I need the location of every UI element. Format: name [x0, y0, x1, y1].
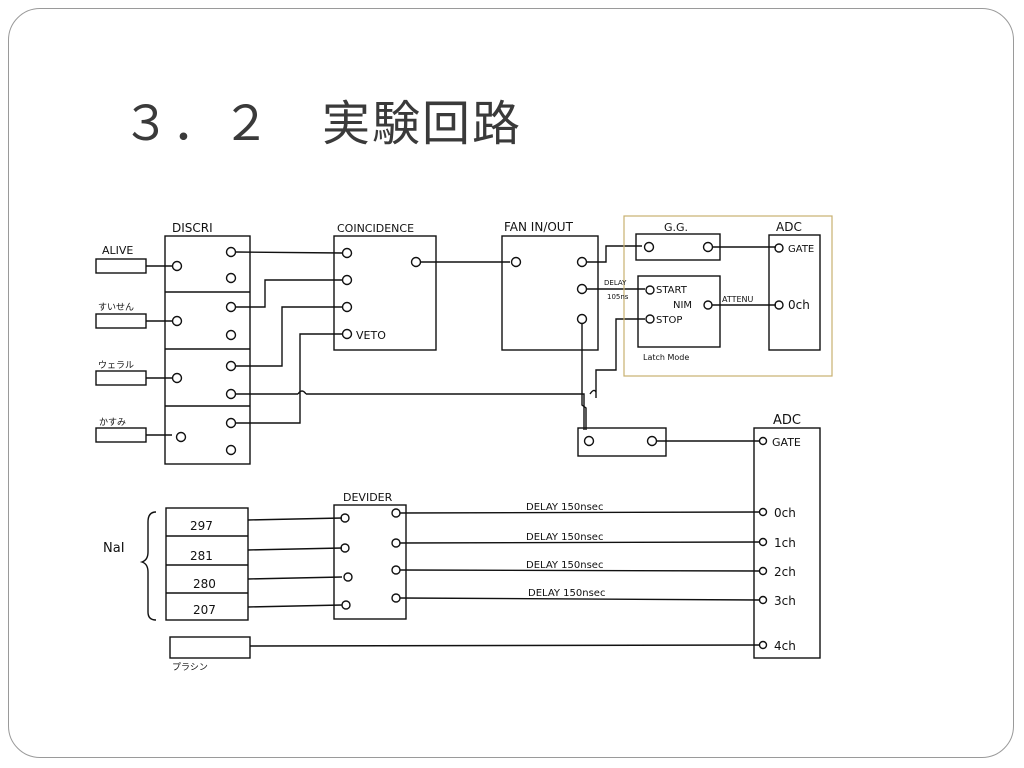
devider-module	[333, 504, 407, 620]
delay-line-label: DELAY 150nsec	[526, 532, 603, 543]
latch-mode-label: Latch Mode	[643, 353, 689, 362]
delay-label: DELAY	[604, 279, 627, 287]
latch-module	[637, 275, 721, 348]
delay-line-label: DELAY 150nsec	[526, 560, 603, 571]
delay-line-label: DELAY 150nsec	[528, 588, 605, 599]
nai-channel-label: 297	[190, 519, 213, 533]
devider-label: DEVIDER	[343, 491, 393, 504]
detector-label: ALIVE	[102, 244, 133, 257]
nai-channel-label: 280	[193, 577, 216, 591]
plastic-detector-box	[169, 636, 251, 659]
adc-bottom-label: ADC	[773, 413, 801, 428]
adc-channel-label: 0ch	[774, 506, 796, 520]
adc-channel-label: 2ch	[774, 565, 796, 579]
fan-in-out-label: FAN IN/OUT	[504, 220, 574, 234]
highlight-box	[623, 215, 833, 377]
gg-label: G.G.	[664, 221, 688, 234]
nai-channel-label: 207	[193, 603, 216, 617]
adc-top-label: ADC	[776, 220, 802, 234]
adc-top-0ch-label: 0ch	[788, 298, 810, 312]
plastic-detector-label: プラシン	[172, 662, 208, 673]
adc-top-gate-label: GATE	[788, 244, 814, 255]
nai-label: NaI	[103, 541, 125, 556]
start-label: START	[656, 285, 688, 296]
detector-box-kasumi	[95, 427, 147, 443]
discri-label: DISCRI	[172, 221, 213, 235]
delay-value-label: 105ns	[607, 293, 629, 301]
detector-box-weral	[95, 370, 147, 386]
veto-label: VETO	[356, 329, 386, 342]
adc-channel-label: 3ch	[774, 594, 796, 608]
stop-label: STOP	[656, 315, 682, 326]
detector-box-suisen	[95, 313, 147, 329]
discri-module	[164, 235, 251, 465]
nai-channel-label: 281	[190, 549, 213, 563]
detector-label: すいせん	[98, 302, 134, 313]
gg-module-bottom	[577, 427, 667, 457]
attenu-label: ATTENU	[722, 295, 754, 304]
adc-channel-label: 1ch	[774, 536, 796, 550]
adc-top-module	[768, 234, 821, 351]
fan-in-out-module	[501, 235, 599, 351]
delay-line-label: DELAY 150nsec	[526, 502, 603, 513]
adc-channel-label: 4ch	[774, 639, 796, 653]
slide-title: ３．２ 実験回路	[122, 96, 523, 152]
detector-label: かすみ	[99, 417, 126, 428]
adc-bottom-module	[753, 427, 821, 659]
slide-frame	[8, 8, 1014, 758]
adc-bottom-gate-label: GATE	[772, 436, 801, 449]
nim-label: NIM	[673, 300, 692, 311]
gg-module-top	[635, 233, 721, 261]
detector-label: ウェラル	[98, 360, 134, 371]
detector-box-alive	[95, 258, 147, 274]
nai-module	[165, 507, 249, 621]
coincidence-module	[333, 235, 437, 351]
coincidence-label: COINCIDENCE	[337, 222, 414, 235]
